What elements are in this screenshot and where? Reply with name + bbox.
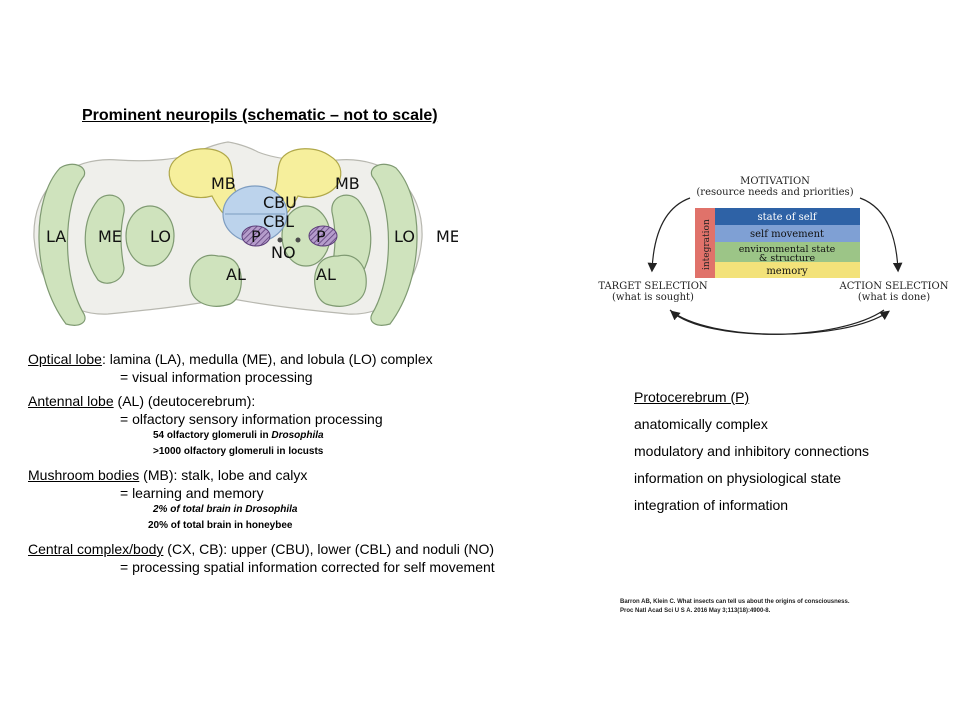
brain-schematic: LA ME LO MB MB CBU CBL P P NO AL AL LO M… (33, 141, 458, 326)
citation: Barron AB, Klein C. What insects can tel… (620, 598, 849, 616)
label-no: NO (271, 243, 296, 262)
mushroom-bodies-function: = learning and memory (120, 485, 264, 501)
layer-self-movement (715, 225, 860, 242)
lobula-left-shape (125, 205, 175, 267)
action-selection-label: ACTION SELECTION (839, 281, 949, 292)
central-complex-line: Central complex/body (CX, CB): upper (CB… (28, 541, 495, 557)
layer-state-of-self (715, 208, 860, 225)
label-al-right: AL (316, 265, 336, 284)
citation-line-2: Proc Natl Acad Sci U S A. 2016 May 3;113… (620, 608, 771, 614)
descriptions: Optical lobe: lamina (LA), medulla (ME),… (28, 350, 495, 576)
motivation-sublabel: (resource needs and priorities) (696, 187, 853, 198)
protocerebrum-item: information on physiological state (634, 470, 842, 486)
optical-lobe-heading: Optical lobe (28, 351, 102, 367)
label-me-left: ME (98, 227, 122, 246)
mushroom-note-1: 2% of total brain in Drosophila (153, 504, 298, 515)
label-al-left: AL (226, 265, 246, 284)
layer-state-of-self-label: state of self (757, 212, 817, 223)
citation-line-1: Barron AB, Klein C. What insects can tel… (620, 599, 850, 605)
motivation-label: MOTIVATION (740, 176, 810, 187)
figure-title: Prominent neuropils (schematic – not to … (82, 107, 438, 124)
optical-lobe-function: = visual information processing (120, 369, 313, 385)
label-me-right: ME (436, 227, 458, 246)
mushroom-note-2: 20% of total brain in honeybee (148, 520, 293, 531)
label-cbl: CBL (263, 212, 294, 231)
central-complex-function: = processing spatial information correct… (120, 559, 495, 575)
layer-self-movement-label: self movement (750, 229, 824, 240)
integration-flow-diagram: MOTIVATION (resource needs and prioritie… (598, 176, 949, 335)
layer-memory-label: memory (766, 266, 808, 277)
lamina-left-shape (38, 163, 86, 326)
label-cbu: CBU (263, 193, 297, 212)
antennal-lobe-function: = olfactory sensory information processi… (120, 411, 383, 427)
antennal-lobe-left-shape (189, 254, 242, 307)
protocerebrum-left-shape (241, 225, 271, 247)
label-la-left: LA (46, 227, 66, 246)
target-selection-sublabel: (what is sought) (612, 292, 694, 303)
protocerebrum-right-shape (308, 225, 338, 247)
layer-environmental-label-1: environmental state (739, 244, 836, 255)
label-lo-right: LO (394, 227, 415, 246)
antennal-note-2: >1000 olfactory glomeruli in locusts (153, 446, 324, 457)
integration-label: integration (702, 219, 712, 270)
mushroom-bodies-heading: Mushroom bodies (28, 467, 140, 483)
antennal-lobe-line: Antennal lobe (AL) (deutocerebrum): (28, 393, 256, 409)
protocerebrum-heading: Protocerebrum (P) (634, 389, 750, 405)
central-complex-heading: Central complex/body (28, 541, 164, 557)
label-p-right: P (316, 227, 326, 246)
antennal-lobe-right-shape (314, 254, 367, 307)
target-selection-label: TARGET SELECTION (598, 281, 708, 292)
action-selection-sublabel: (what is done) (858, 292, 930, 303)
medulla-left-shape (84, 194, 125, 284)
protocerebrum-item: modulatory and inhibitory connections (634, 443, 870, 459)
layer-environmental-label-2: & structure (759, 253, 816, 264)
lamina-right-shape (370, 163, 418, 326)
mushroom-bodies-line: Mushroom bodies (MB): stalk, lobe and ca… (28, 467, 308, 483)
integration-bar (695, 208, 715, 278)
layer-environmental (715, 242, 860, 262)
layer-memory (715, 262, 860, 278)
label-lo-left: LO (150, 227, 171, 246)
label-p-left: P (251, 227, 261, 246)
antennal-note-1: 54 olfactory glomeruli in Drosophila (153, 430, 324, 441)
protocerebrum-section: Protocerebrum (P) anatomically complex m… (634, 384, 869, 519)
optical-lobe-line: Optical lobe: lamina (LA), medulla (ME),… (28, 351, 433, 367)
protocerebrum-item: integration of information (634, 497, 789, 513)
antennal-lobe-heading: Antennal lobe (28, 393, 114, 409)
protocerebrum-item: anatomically complex (634, 416, 768, 432)
label-mb-right: MB (335, 174, 360, 193)
label-mb-left: MB (211, 174, 236, 193)
